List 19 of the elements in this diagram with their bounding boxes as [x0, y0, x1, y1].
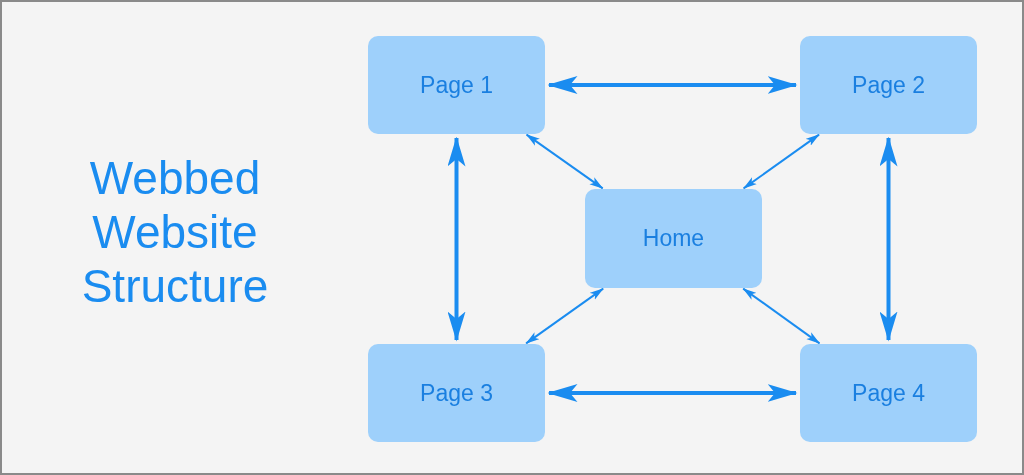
- double-arrow: [742, 287, 821, 345]
- double-arrow: [879, 136, 898, 342]
- box-label: Page 3: [420, 379, 493, 407]
- double-arrow: [742, 133, 821, 190]
- double-arrow: [525, 287, 605, 345]
- page-box: [585, 189, 762, 288]
- box-label: Page 1: [420, 71, 493, 99]
- box-label: Page 2: [852, 71, 925, 99]
- box-label: Page 4: [852, 379, 925, 407]
- page-box: [368, 36, 545, 134]
- double-arrow: [547, 384, 798, 402]
- page-box: [800, 36, 977, 134]
- double-arrow: [547, 76, 798, 94]
- box-label: Home: [642, 225, 705, 252]
- double-arrow: [447, 136, 466, 342]
- page-box: [800, 344, 977, 442]
- double-arrow: [525, 133, 604, 190]
- page-box: [368, 344, 545, 442]
- diagram-title: Webbed Website Structure: [80, 152, 270, 314]
